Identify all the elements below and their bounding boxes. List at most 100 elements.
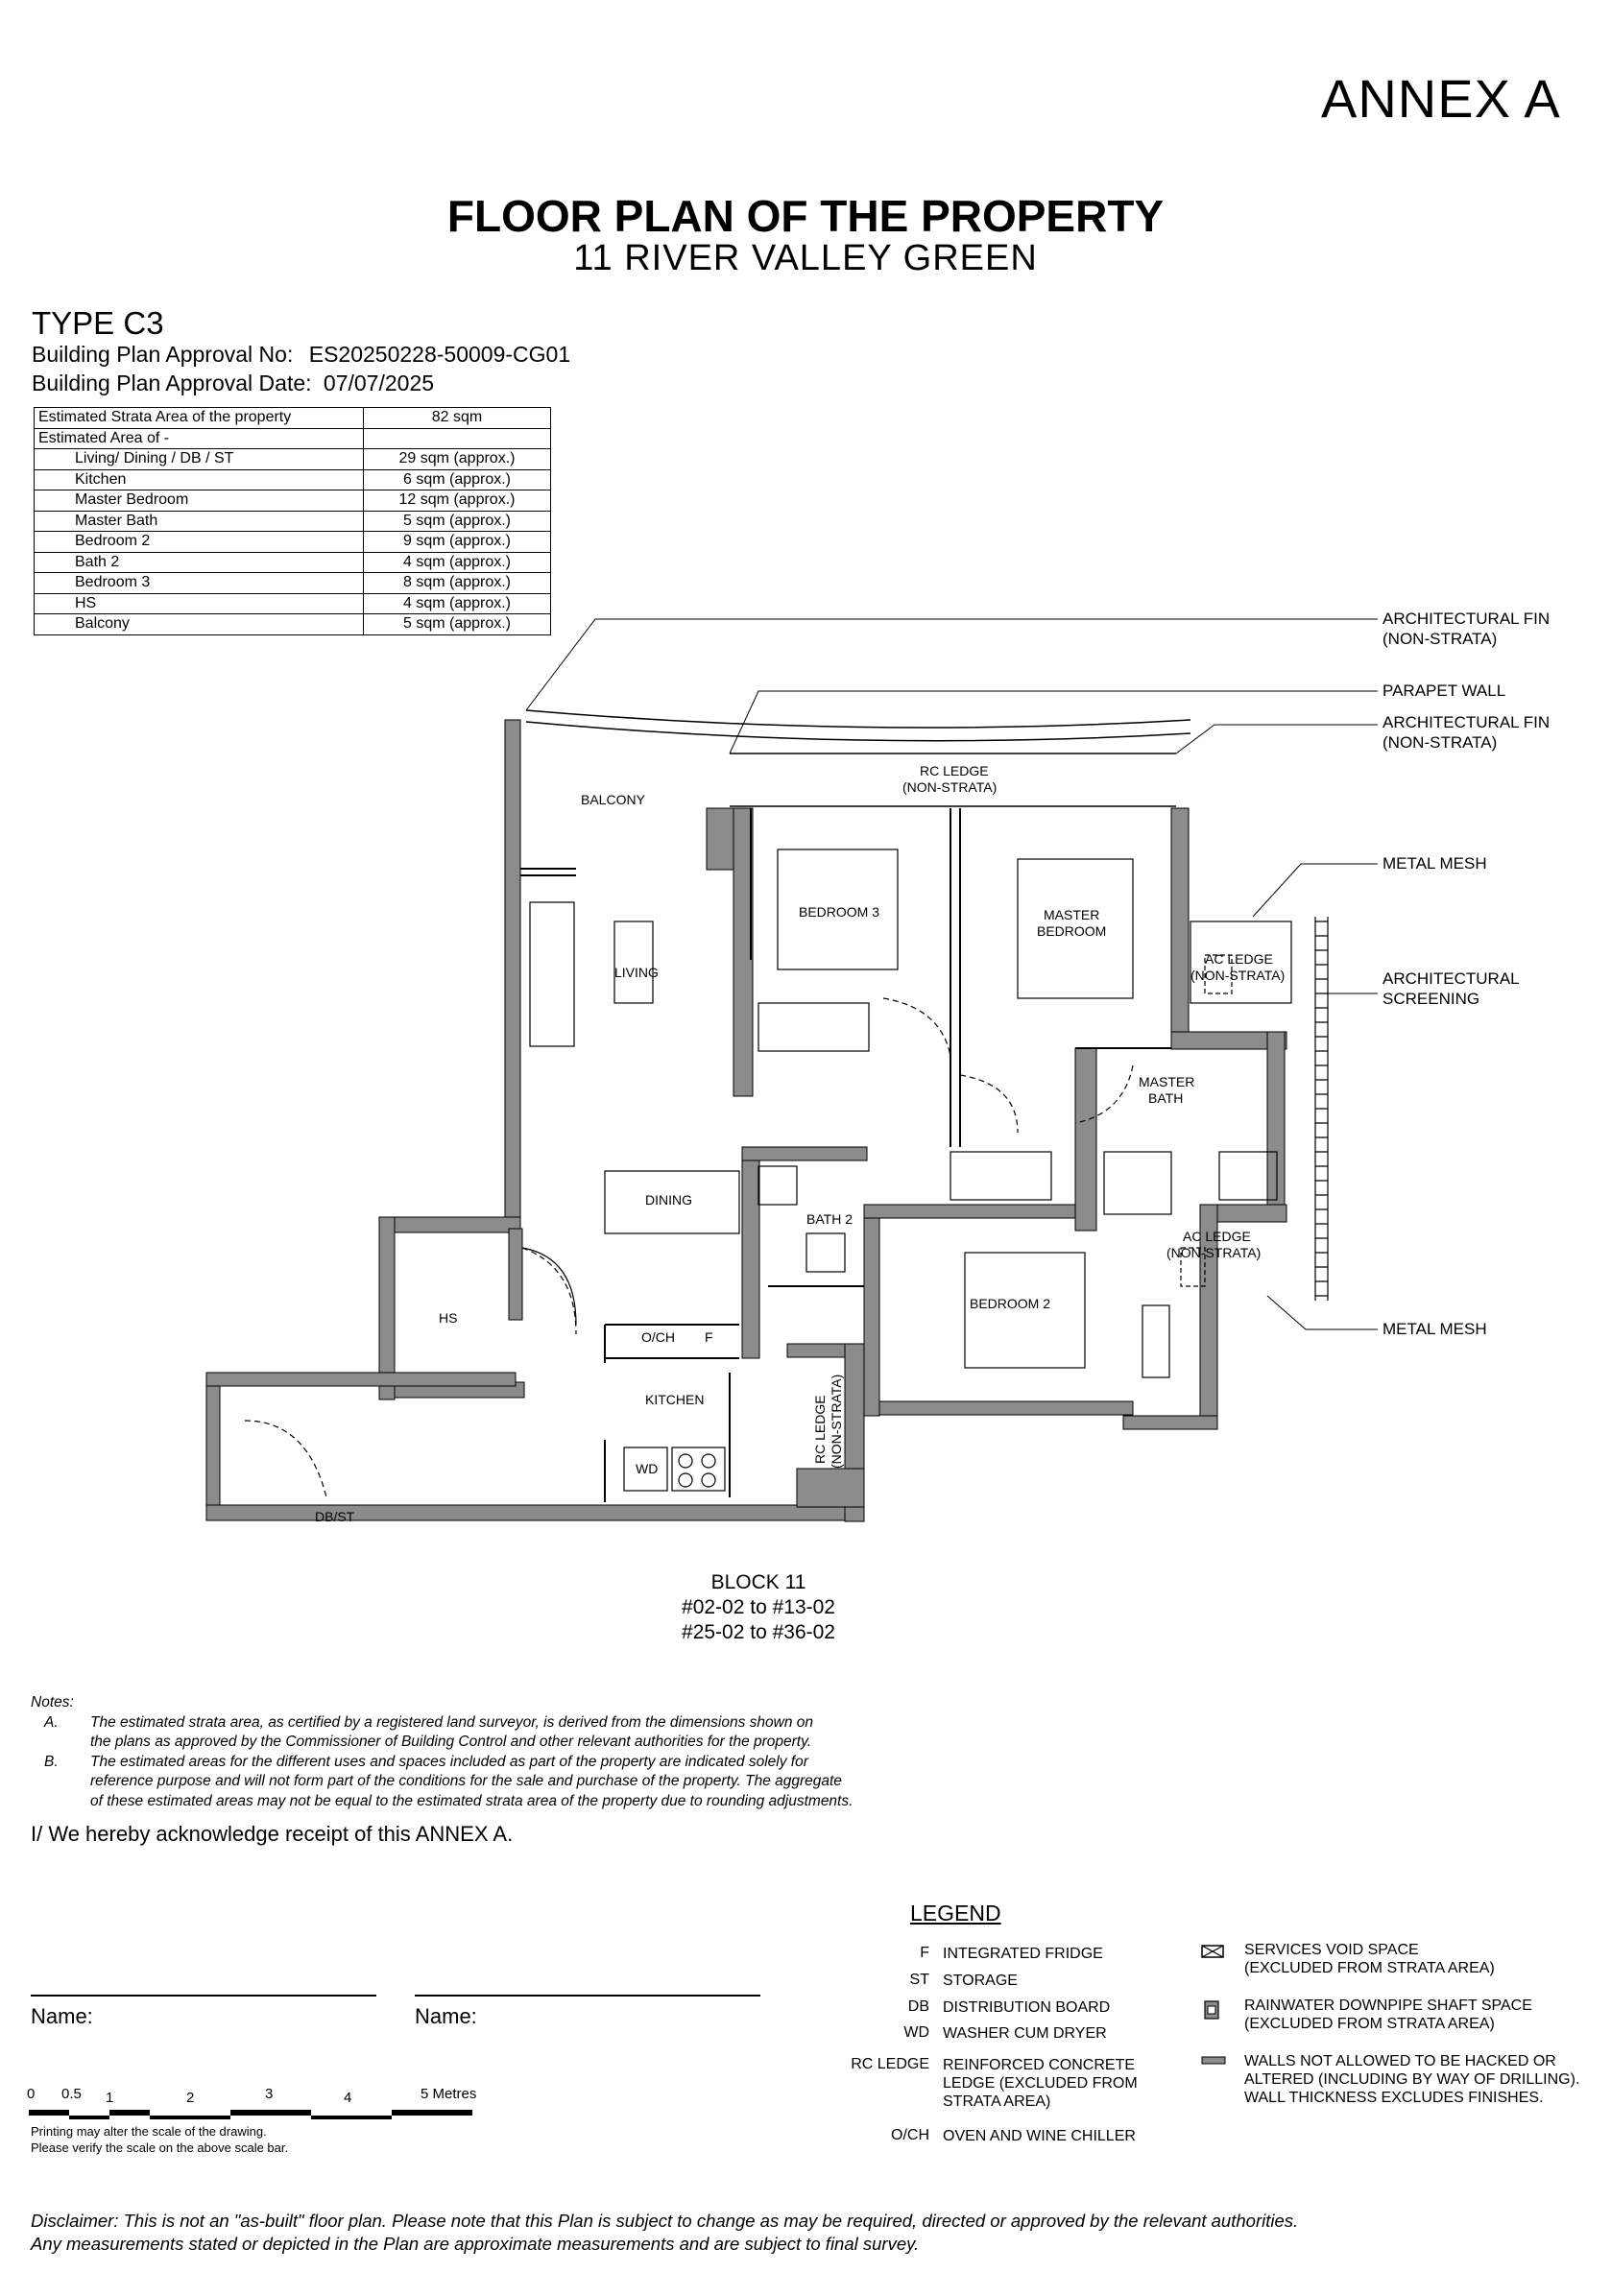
legend-symbol-text: SERVICES VOID SPACE (EXCLUDED FROM STRAT… bbox=[1244, 1941, 1495, 1977]
washer-box bbox=[623, 1447, 668, 1492]
scale-tick: 4 bbox=[344, 2090, 351, 2106]
note-text: of these estimated areas may not be equa… bbox=[90, 1792, 854, 1809]
callout-label: SCREENING bbox=[1383, 990, 1479, 1008]
area-value: 12 sqm (approx.) bbox=[363, 490, 551, 512]
area-label: Living/ Dining / DB / ST bbox=[34, 448, 364, 470]
block-range: #02-02 to #13-02 bbox=[682, 1596, 835, 1618]
bed-bedroom3 bbox=[777, 849, 899, 970]
callout-label: (NON-STRATA) bbox=[1383, 733, 1497, 752]
legend-abbr: F bbox=[920, 1945, 929, 1961]
name-label-2: Name: bbox=[415, 2004, 477, 2028]
note-text: reference purpose and will not form part… bbox=[90, 1773, 842, 1789]
approval-date-label: Building Plan Approval Date: bbox=[32, 371, 312, 395]
bed-bedroom2 bbox=[964, 1252, 1086, 1369]
legend-text: OVEN AND WINE CHILLER bbox=[943, 2128, 1136, 2144]
legend-text-line: (EXCLUDED FROM STRATA AREA) bbox=[1244, 1960, 1495, 1976]
legend-abbr: WD bbox=[903, 2024, 929, 2041]
notes: Notes: A. The estimated strata area, as … bbox=[31, 1693, 974, 1811]
scale-note-line: Please verify the scale on the above sca… bbox=[31, 2141, 289, 2155]
area-value: 29 sqm (approx.) bbox=[363, 448, 551, 470]
room-label: BEDROOM bbox=[1037, 923, 1106, 939]
approval-no-row: Building Plan Approval No: ES20250228-50… bbox=[32, 342, 570, 368]
legend-text: WASHER CUM DRYER bbox=[943, 2025, 1107, 2042]
callout-label: PARAPET WALL bbox=[1383, 682, 1505, 700]
legend-text-line: LEDGE (EXCLUDED FROM bbox=[943, 2075, 1138, 2092]
legend-text-line: WALL THICKNESS EXCLUDES FINISHES. bbox=[1244, 2090, 1544, 2106]
area-value: 5 sqm (approx.) bbox=[363, 510, 551, 532]
room-label: F bbox=[705, 1329, 713, 1345]
notes-heading: Notes: bbox=[31, 1694, 74, 1710]
signature-line-1[interactable] bbox=[31, 1995, 376, 1997]
legend-abbr: RC LEDGE bbox=[851, 2056, 929, 2072]
room-label: BATH bbox=[1148, 1090, 1183, 1106]
legend-text-line: SERVICES VOID SPACE bbox=[1244, 1942, 1419, 1958]
room-label: (NON-STRATA) bbox=[829, 1375, 844, 1469]
annex-label: ANNEX A bbox=[1321, 68, 1561, 129]
estimated-area-label: Estimated Area of - bbox=[34, 427, 364, 449]
note-item: B. The estimated areas for the different… bbox=[31, 1753, 974, 1812]
page-title: FLOOR PLAN OF THE PROPERTY bbox=[446, 191, 1165, 241]
signature-line-2[interactable] bbox=[415, 1995, 760, 1997]
area-value: 8 sqm (approx.) bbox=[363, 572, 551, 594]
area-value: 4 sqm (approx.) bbox=[363, 592, 551, 614]
note-text: the plans as approved by the Commissione… bbox=[90, 1734, 812, 1750]
callout-label: METAL MESH bbox=[1383, 1320, 1487, 1338]
floor-plan-drawing: BALCONY LIVING BEDROOM 3 MASTER BEDROOM … bbox=[205, 610, 1550, 1524]
scale-tick: 0 bbox=[27, 2086, 35, 2102]
area-table: Estimated Strata Area of the property 82… bbox=[34, 407, 551, 635]
scale-tick: 1 bbox=[106, 2090, 113, 2106]
sofa bbox=[529, 901, 575, 1047]
legend-abbr: ST bbox=[909, 1972, 929, 1988]
legend-text: DISTRIBUTION BOARD bbox=[943, 1999, 1111, 2016]
area-value: 4 sqm (approx.) bbox=[363, 551, 551, 573]
area-label: Bath 2 bbox=[34, 551, 364, 573]
leader-metal-mesh-2 bbox=[1266, 1295, 1378, 1330]
legend-text-line: STRATA AREA) bbox=[943, 2093, 1051, 2110]
callout-label: ARCHITECTURAL bbox=[1383, 969, 1520, 988]
legend-abbr: DB bbox=[907, 1998, 929, 2015]
note-item: A. The estimated strata area, as certifi… bbox=[31, 1713, 974, 1753]
legend-text-line: ALTERED (INCLUDING BY WAY OF DRILLING). bbox=[1244, 2071, 1580, 2088]
scale-tick: 2 bbox=[186, 2090, 194, 2106]
room-label: BATH 2 bbox=[806, 1211, 853, 1227]
rainwater-downpipe-icon bbox=[1204, 2000, 1219, 2020]
disclaimer: Disclaimer: This is not an "as-built" fl… bbox=[31, 2210, 1298, 2256]
room-label: (NON-STRATA) bbox=[1166, 1245, 1261, 1260]
table-row: Estimated Area of - bbox=[34, 427, 551, 449]
room-label: (NON-STRATA) bbox=[902, 779, 997, 795]
dining-table bbox=[604, 1170, 740, 1234]
acknowledgement-text: I/ We hereby acknowledge receipt of this… bbox=[31, 1822, 514, 1846]
approval-date-row: Building Plan Approval Date: 07/07/2025 bbox=[32, 371, 434, 396]
room-label: KITCHEN bbox=[645, 1392, 704, 1407]
area-label: Bedroom 2 bbox=[34, 531, 364, 553]
area-label: Balcony bbox=[34, 613, 364, 635]
room-label: RC LEDGE bbox=[812, 1395, 828, 1464]
note-label: A. bbox=[44, 1713, 59, 1731]
area-label: Master Bath bbox=[34, 510, 364, 532]
room-label: AC LEDGE bbox=[1205, 951, 1273, 967]
room-label: RC LEDGE bbox=[920, 763, 989, 778]
room-label: MASTER bbox=[1139, 1074, 1194, 1089]
page-subtitle: 11 RIVER VALLEY GREEN bbox=[573, 238, 1038, 278]
legend-title: LEGEND bbox=[910, 1901, 1001, 1925]
legend-symbol-text: RAINWATER DOWNPIPE SHAFT SPACE (EXCLUDED… bbox=[1244, 1997, 1532, 2033]
scale-bar: 0 0.5 1 2 3 4 5 Metres bbox=[27, 2086, 476, 2119]
callout-label: ARCHITECTURAL FIN bbox=[1383, 610, 1550, 628]
legend-text-line: REINFORCED CONCRETE bbox=[943, 2057, 1136, 2073]
block-info: BLOCK 11 #02-02 to #13-02 #25-02 to #36-… bbox=[0, 1570, 1517, 1645]
legend-text: REINFORCED CONCRETE LEDGE (EXCLUDED FROM… bbox=[943, 2056, 1138, 2111]
callout-label: (NON-STRATA) bbox=[1383, 630, 1497, 648]
scale-note: Printing may alter the scale of the draw… bbox=[31, 2123, 288, 2156]
disclaimer-line: Any measurements stated or depicted in t… bbox=[31, 2234, 920, 2254]
area-value: 9 sqm (approx.) bbox=[363, 531, 551, 553]
area-value: 5 sqm (approx.) bbox=[363, 613, 551, 635]
room-label: BALCONY bbox=[581, 792, 646, 807]
services-void-icon bbox=[1201, 1945, 1224, 1958]
approval-no-label: Building Plan Approval No: bbox=[32, 342, 294, 367]
